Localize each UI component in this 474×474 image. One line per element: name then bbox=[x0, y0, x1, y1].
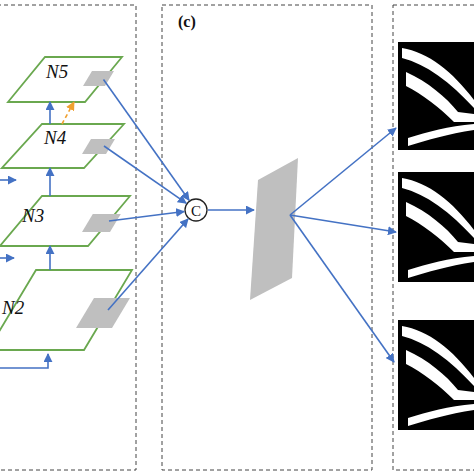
mask-image bbox=[398, 320, 474, 430]
level-outline bbox=[0, 196, 130, 246]
feature-map bbox=[250, 158, 298, 300]
level-outline bbox=[2, 124, 124, 168]
flow-arrow bbox=[208, 209, 254, 211]
panel-frame bbox=[162, 5, 372, 470]
panel-frame bbox=[0, 5, 136, 470]
flow-arrow bbox=[49, 168, 51, 196]
parallelogram-outline bbox=[0, 196, 130, 246]
mask-image bbox=[398, 172, 474, 282]
concat-outline bbox=[185, 199, 207, 221]
level-outline bbox=[8, 57, 122, 102]
flow-arrow bbox=[104, 80, 190, 201]
flow-arrow bbox=[290, 128, 396, 215]
panel-frame bbox=[393, 5, 474, 470]
lateral-arrow bbox=[0, 179, 16, 181]
feature-level: N3 bbox=[0, 196, 130, 246]
concat-circle: C bbox=[184, 198, 208, 222]
feature-patch bbox=[83, 71, 114, 86]
flow-arrow bbox=[108, 219, 188, 310]
level-outline bbox=[0, 270, 132, 350]
flow-arrow bbox=[49, 102, 51, 124]
level-name: N5 bbox=[46, 62, 68, 81]
level-name: N4 bbox=[44, 128, 66, 147]
level-name: N2 bbox=[2, 298, 24, 317]
feature-level: N5 bbox=[8, 57, 122, 102]
feature-patch bbox=[82, 214, 121, 232]
level-name: N3 bbox=[22, 206, 44, 225]
flow-arrow bbox=[104, 146, 186, 203]
feature-patch bbox=[76, 298, 130, 328]
lateral-arrow bbox=[0, 257, 14, 259]
feature-patch bbox=[82, 139, 115, 154]
flow-arrow bbox=[49, 246, 51, 270]
dashed-arrow bbox=[62, 102, 74, 124]
lateral-arrow bbox=[0, 354, 48, 368]
operator-symbol: C bbox=[191, 204, 201, 219]
feature-level: N4 bbox=[2, 124, 124, 168]
feature-level: N2 bbox=[0, 270, 132, 350]
flow-arrow bbox=[290, 215, 394, 362]
mask-image bbox=[398, 42, 474, 150]
flow-arrow bbox=[109, 212, 184, 221]
panel-label: (c) bbox=[178, 14, 196, 30]
flow-arrow bbox=[290, 215, 396, 232]
